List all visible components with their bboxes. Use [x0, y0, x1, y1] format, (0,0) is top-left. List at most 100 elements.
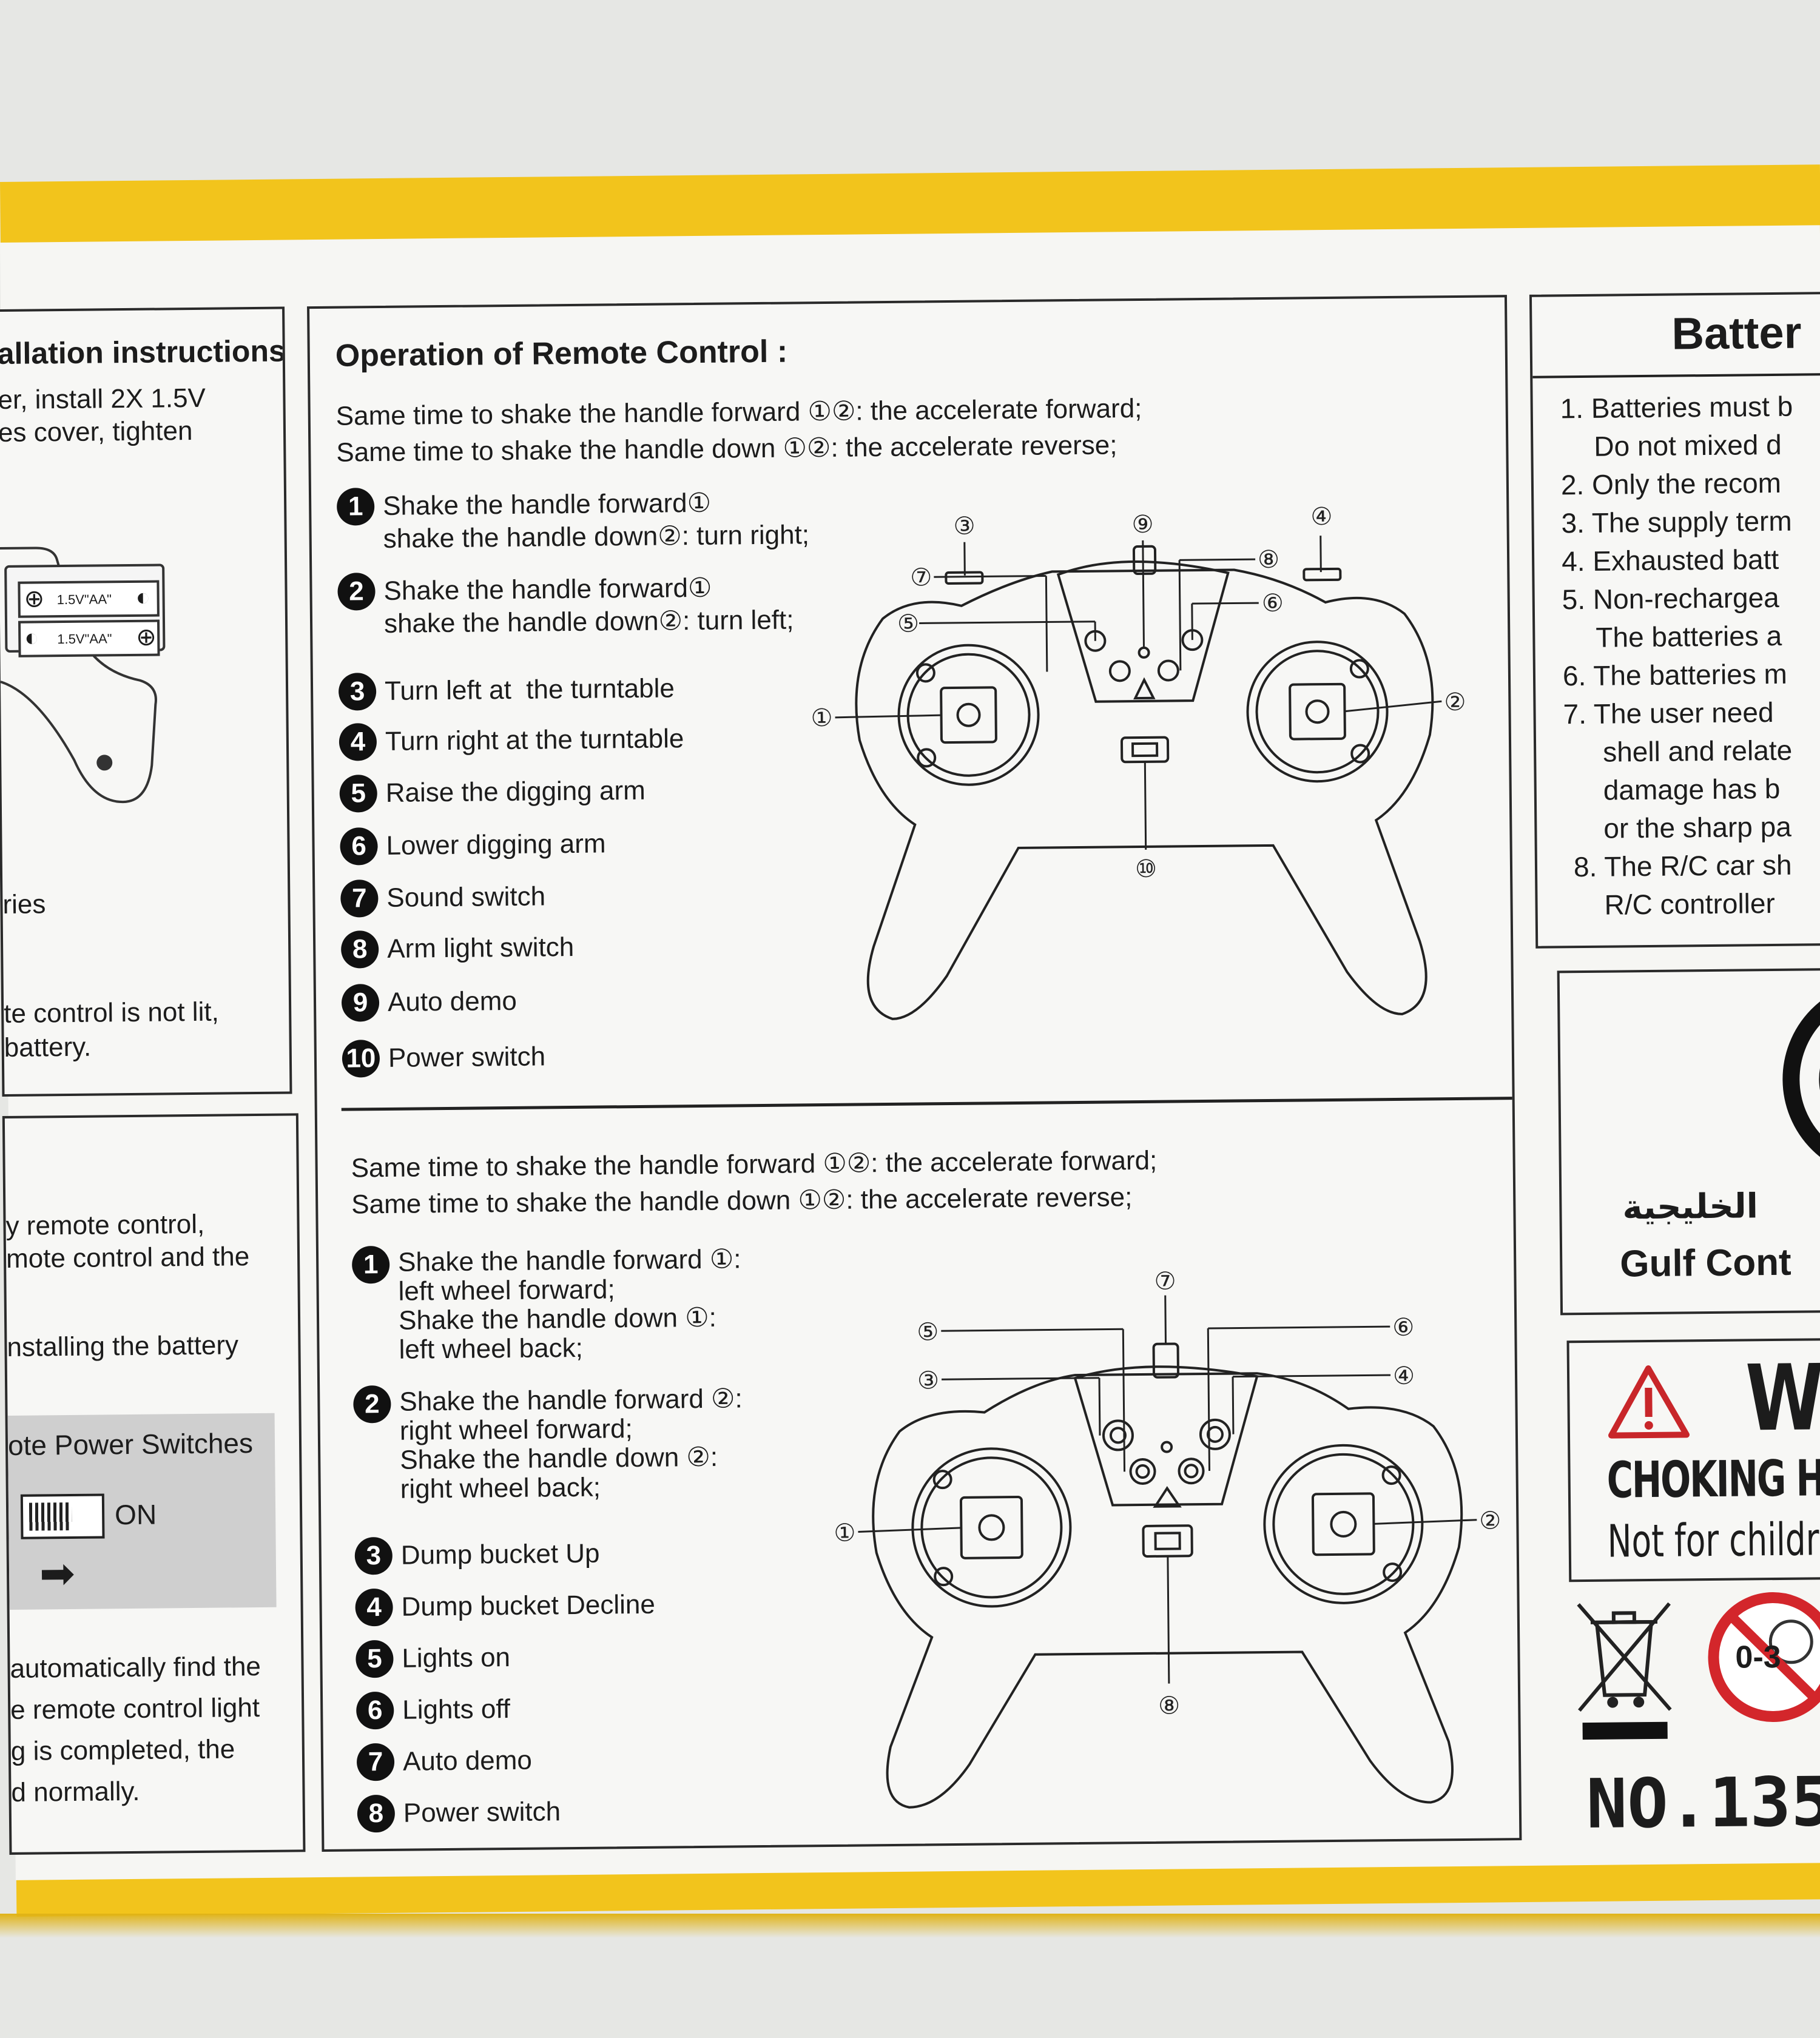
arrow-right-icon: ➡ — [39, 1549, 76, 1598]
excavator-intro-2: Same time to shake the handle down ①②: t… — [336, 430, 1117, 468]
battery-line-12: or the sharp pa — [1603, 810, 1792, 844]
warning-triangle-icon — [1608, 1365, 1690, 1439]
installing-line: nstalling the battery — [7, 1330, 239, 1362]
truck-callout-2: ② — [1479, 1507, 1501, 1535]
battery-line-14: R/C controller — [1604, 887, 1776, 921]
exc-callout-3: ③ — [953, 513, 975, 540]
truck-callout-4: ④ — [1393, 1362, 1415, 1390]
auto-line-1: automatically find the — [10, 1651, 261, 1684]
switch-on-label: ON — [114, 1498, 157, 1531]
power-panel: y remote control, mote control and the n… — [2, 1113, 306, 1855]
battery-line-3: 2. Only the recom — [1560, 466, 1782, 501]
battery-line-1: 1. Batteries must b — [1560, 390, 1793, 425]
truck-intro-1: Same time to shake the handle forward ①②… — [351, 1145, 1158, 1183]
battery-title: Batter — [1671, 307, 1802, 359]
exc-callout-9: ⑨ — [1131, 511, 1153, 539]
frag-ries: ries — [2, 889, 46, 920]
battery-1-label: 1.5V"AA" — [56, 591, 112, 608]
install-line-2: es cover, tighten — [0, 415, 193, 448]
battery-2-label: 1.5V"AA" — [57, 631, 112, 647]
battery-title-rule — [1532, 372, 1820, 378]
battery-line-5: 4. Exhausted batt — [1561, 543, 1779, 577]
battery-line-9: 7. The user need — [1563, 696, 1774, 730]
battery-line-10: shell and relate — [1602, 734, 1793, 768]
exc-callout-5: ⑤ — [897, 610, 919, 637]
battery-line-2: Do not mixed d — [1594, 428, 1782, 462]
truck-callout-6: ⑥ — [1392, 1314, 1414, 1342]
brand-panel: الخليجية Gulf Cont — [1557, 967, 1820, 1316]
truck-callout-1: ① — [834, 1519, 855, 1547]
auto-line-4: d normally. — [11, 1776, 140, 1808]
exc-callout-1: ① — [811, 704, 832, 732]
lower-line-1: y remote control, — [5, 1209, 205, 1241]
excavator-controller-diagram: ① ② ③ ④ ⑤ ⑥ ⑦ ⑧ ⑨ ⑩ — [811, 503, 1466, 1020]
brand-english: Gulf Cont — [1619, 1241, 1791, 1285]
lit-line-1: te control is not lit, — [3, 997, 220, 1029]
truck-callout-7: ⑦ — [1154, 1267, 1176, 1295]
brand-arabic: الخليجية — [1622, 1186, 1759, 1228]
battery-line-13: 8. The R/C car sh — [1573, 849, 1792, 883]
battery-line-8: 6. The batteries m — [1562, 657, 1788, 692]
excavator-intro-1: Same time to shake the handle forward ①②… — [335, 393, 1142, 431]
truck-callout-8: ⑧ — [1158, 1692, 1180, 1720]
battery-line-11: damage has b — [1603, 772, 1781, 806]
power-switch-title: ote Power Switches — [7, 1427, 254, 1461]
install-line-1: er, install 2X 1.5V — [0, 383, 206, 415]
brand-logo-icon — [1782, 982, 1820, 1178]
warning-panel: WA CHOKING HA Not for childre — [1566, 1337, 1820, 1582]
exc-callout-4: ④ — [1310, 503, 1332, 531]
battery-line-7: The batteries a — [1596, 619, 1782, 653]
exc-callout-10: ⑩ — [1135, 855, 1157, 883]
exc-callout-8: ⑧ — [1258, 546, 1279, 574]
age-label: 0-3 — [1735, 1639, 1781, 1675]
lower-line-2: mote control and the — [5, 1242, 250, 1274]
model-number: NO.135 — [1586, 1763, 1820, 1845]
section-divider — [341, 1097, 1512, 1111]
lit-line-2: battery. — [4, 1032, 92, 1063]
auto-line-2: e remote control light — [10, 1693, 260, 1725]
truck-callout-5: ⑤ — [917, 1318, 939, 1346]
truck-controller-diagram: ① ② ③ ④ ⑤ ⑥ ⑦ ⑧ — [834, 1267, 1501, 1809]
box-bottom-edge — [0, 1914, 1820, 1938]
exc-callout-2: ② — [1444, 688, 1466, 716]
age-restriction-icon — [1708, 1592, 1820, 1723]
battery-panel: Batter 1. Batteries must b Do not mixed … — [1529, 291, 1820, 949]
battery-slot-2: ◐ 1.5V"AA" ⊕ — [18, 619, 160, 657]
exc-callout-6: ⑥ — [1262, 590, 1284, 617]
battery-line-6: 5. Non-rechargea — [1562, 581, 1779, 616]
truck-intro-2: Same time to shake the handle down ①②: t… — [351, 1182, 1133, 1220]
install-panel: allation instructions: er, install 2X 1.… — [0, 306, 292, 1097]
operation-heading: Operation of Remote Control : — [335, 334, 788, 374]
choking-hazard-text: CHOKING HA — [1606, 1449, 1820, 1510]
switch-graphic — [20, 1493, 105, 1539]
power-switch-box: ote Power Switches ON ➡ — [7, 1413, 277, 1610]
install-heading: allation instructions: — [0, 334, 292, 371]
warning-word: WA — [1745, 1345, 1820, 1452]
battery-slot-1: ⊕ 1.5V"AA" ◐ — [18, 580, 160, 618]
instruction-label: allation instructions: er, install 2X 1.… — [0, 225, 1820, 1880]
weee-bin-icon — [1577, 1602, 1672, 1740]
battery-line-4: 3. The supply term — [1561, 505, 1792, 539]
truck-callout-3: ③ — [917, 1367, 939, 1394]
exc-callout-7: ⑦ — [910, 563, 932, 591]
not-for-children-text: Not for childre — [1607, 1513, 1820, 1568]
remote-operation-panel: Operation of Remote Control : Same time … — [307, 295, 1522, 1852]
